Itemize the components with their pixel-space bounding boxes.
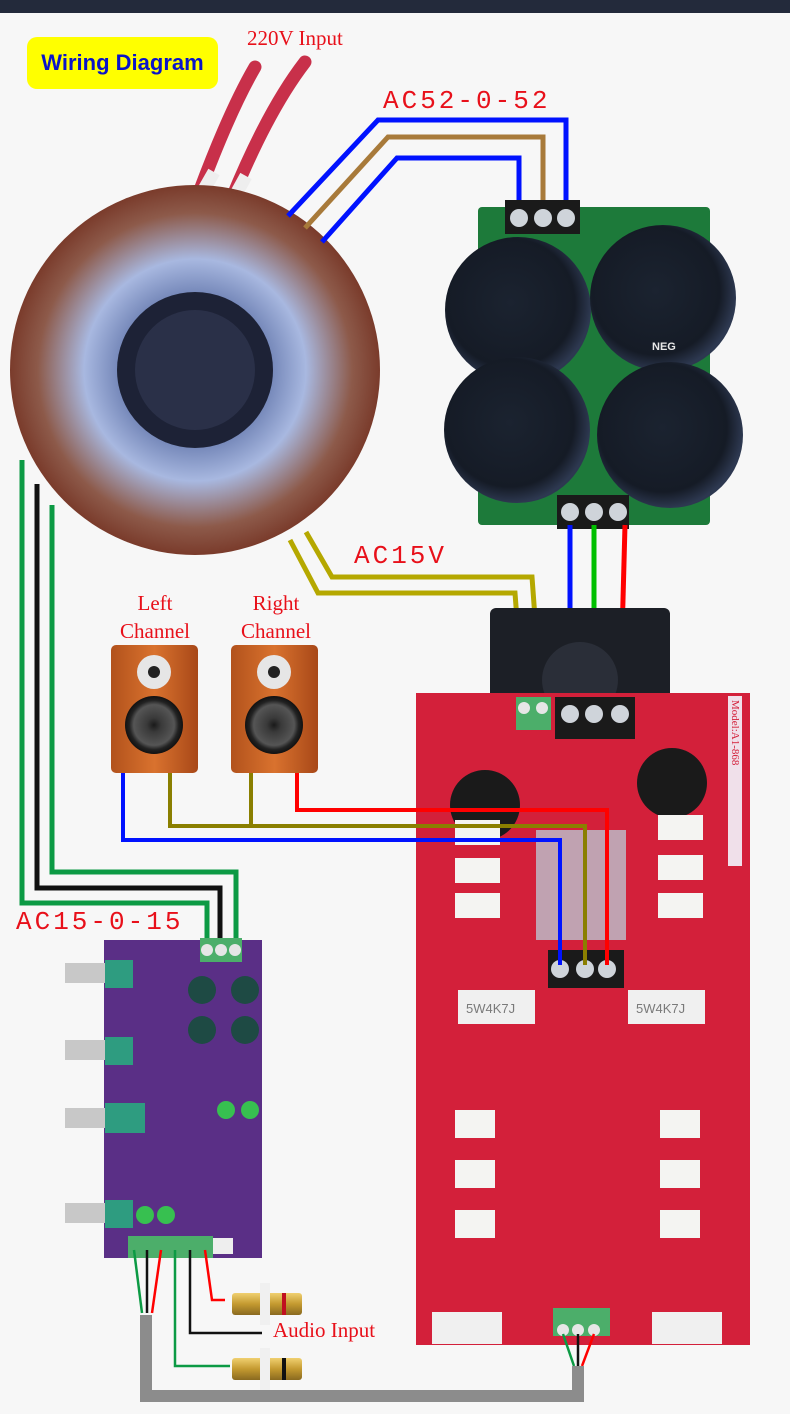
knob [65, 963, 105, 983]
relays [536, 830, 626, 940]
svg-text:5W4K7J: 5W4K7J [636, 1001, 685, 1016]
power-resistor-top-left [458, 990, 535, 1024]
label-audio-input: Audio Input [273, 1318, 376, 1342]
power-filter-board: NEG [444, 200, 743, 529]
power-resistor-bottom-left [432, 1312, 502, 1344]
rca-jack-red [232, 1283, 302, 1325]
ac15v-terminal [516, 697, 551, 730]
tone-control-board [65, 938, 262, 1258]
label-left-channel-line2: Channel [120, 619, 190, 643]
filter-capacitor [445, 237, 591, 383]
ac52-wires [286, 117, 569, 244]
label-right-channel: Right Channel [229, 589, 323, 645]
label-ac52-0-52: AC52-0-52 [383, 86, 551, 116]
amp-model-marking: Model:A1-868 [729, 700, 741, 766]
knob [65, 1040, 105, 1060]
ac15-0-15-wires [19, 460, 239, 945]
power-resistor-top-right [628, 990, 705, 1024]
speaker-left [111, 645, 198, 773]
speaker-wires [121, 773, 609, 965]
label-left-channel-line1: Left [137, 591, 173, 615]
filter-capacitor [590, 225, 736, 371]
label-right-channel-line1: Right [252, 591, 300, 615]
shielded-cable [140, 1315, 584, 1402]
filter-capacitor [444, 357, 590, 503]
label-ac15-0-15: AC15-0-15 [16, 907, 184, 937]
knob [65, 1203, 105, 1223]
power-resistor-bottom-right [652, 1312, 722, 1344]
audio-signal-wires [132, 1249, 596, 1368]
filter-capacitor [597, 362, 743, 508]
cap-marking-neg: NEG [652, 341, 676, 353]
svg-text:5W4K7J: 5W4K7J [466, 1001, 515, 1016]
diagram-title: Wiring Diagram [27, 37, 218, 89]
label-ac15v: AC15V [354, 541, 448, 571]
amplifier-board: 5W4K7J 5W4K7J Model:A1-868 [416, 608, 750, 1345]
label-220v-input: 220V Input [247, 26, 343, 50]
top-bar [0, 0, 790, 13]
label-left-channel: Left Channel [108, 589, 202, 645]
big-capacitor-right [637, 748, 707, 818]
speaker-right [231, 645, 318, 773]
knob [65, 1108, 105, 1128]
label-right-channel-line2: Channel [241, 619, 311, 643]
rca-jack-black [232, 1348, 302, 1390]
toroidal-transformer [10, 185, 380, 555]
